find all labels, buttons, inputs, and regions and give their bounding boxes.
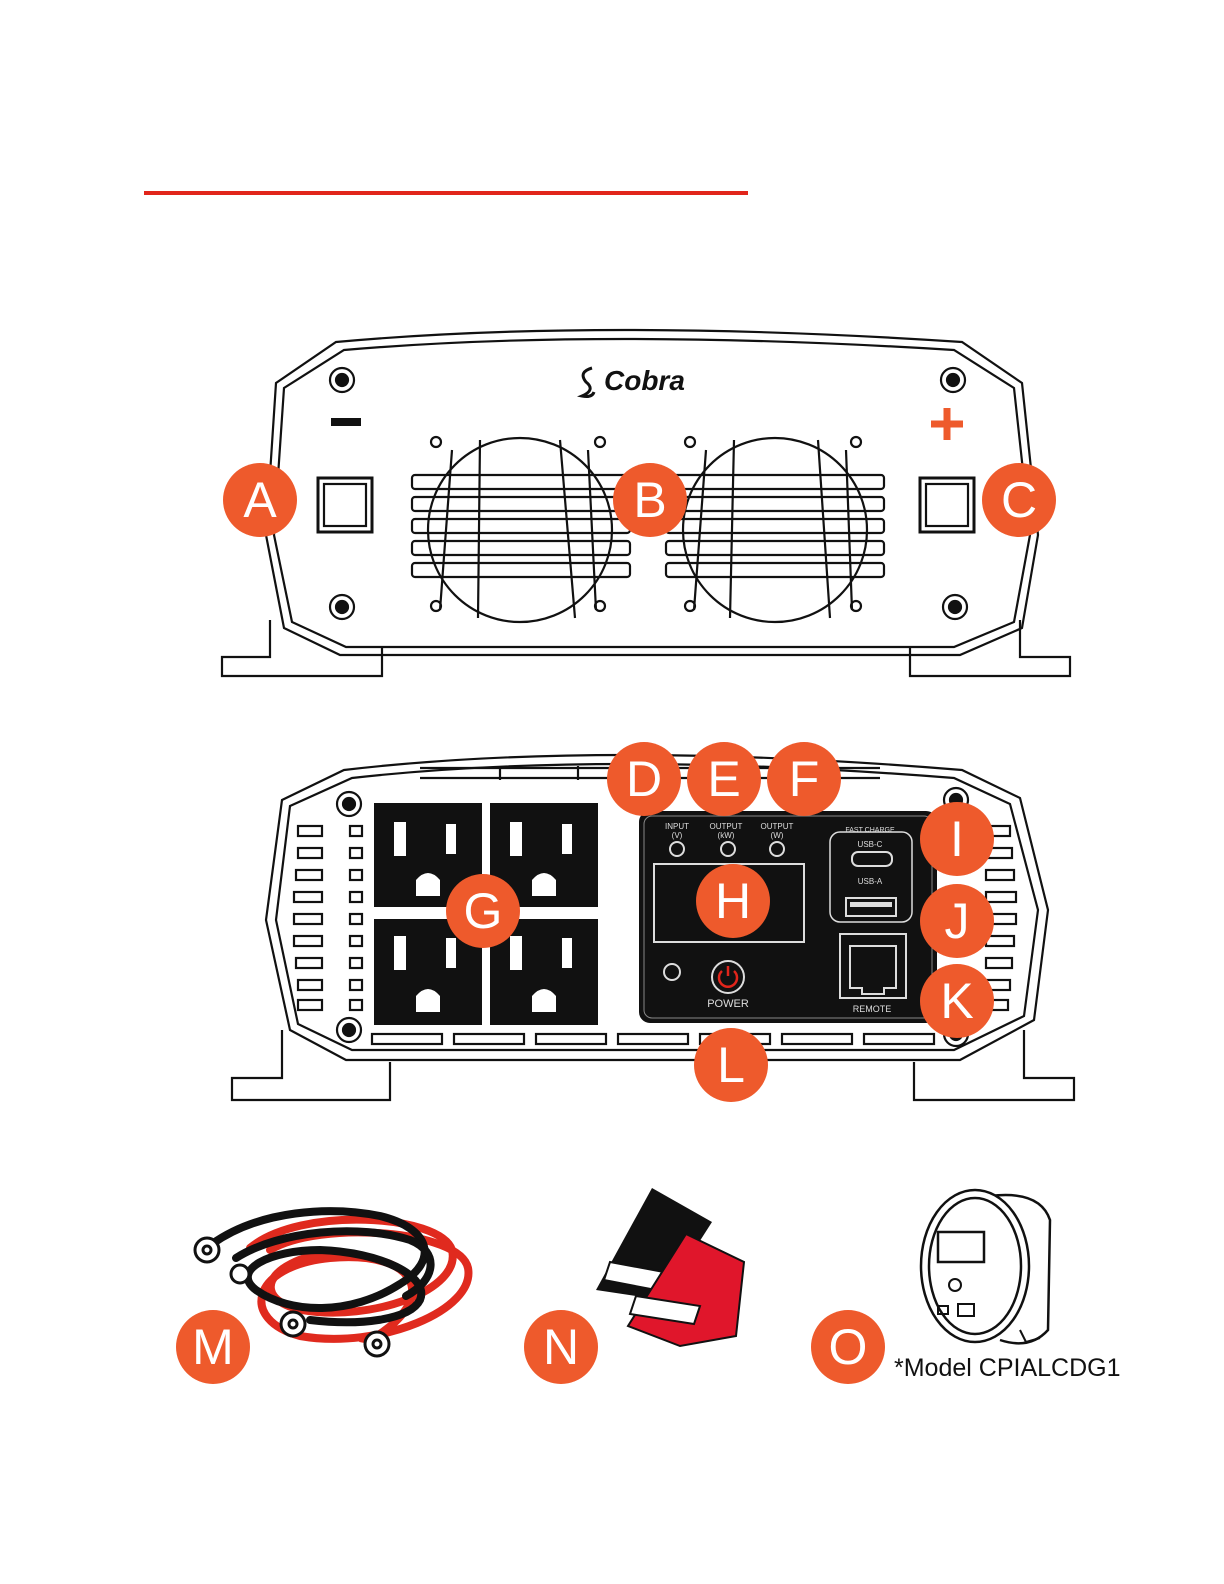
output-kw-unit: (kW): [718, 831, 735, 840]
positive-terminal: [920, 478, 974, 532]
output-w-label: OUTPUT: [761, 822, 794, 831]
callout-n: N: [524, 1310, 598, 1384]
screw-icon: [337, 792, 361, 816]
plus-icon: [931, 408, 963, 440]
fan-guard-right: [666, 437, 884, 622]
output-kw-label: OUTPUT: [710, 822, 743, 831]
brand-logo: Cobra: [604, 365, 685, 396]
callout-d: D: [607, 742, 681, 816]
usb-c-label: USB-C: [858, 840, 883, 849]
remote-display: [921, 1190, 1050, 1343]
power-button: [712, 961, 744, 993]
callout-h: H: [696, 864, 770, 938]
output-w-unit: (W): [771, 831, 784, 840]
callout-b: B: [613, 463, 687, 537]
power-label: POWER: [707, 998, 749, 1010]
fast-charge-label: FAST CHARGE: [845, 827, 895, 834]
usb-c-port: [852, 852, 892, 866]
remote-label: REMOTE: [853, 1004, 892, 1014]
callout-c: C: [982, 463, 1056, 537]
terminal-covers: [596, 1188, 744, 1346]
screw-icon: [943, 595, 967, 619]
callout-i: I: [920, 802, 994, 876]
callout-k: K: [920, 964, 994, 1038]
minus-icon: [331, 418, 361, 426]
callout-m: M: [176, 1310, 250, 1384]
model-note: *Model CPIALCDG1: [894, 1354, 1120, 1383]
callout-f: F: [767, 742, 841, 816]
screw-icon: [337, 1018, 361, 1042]
callout-e: E: [687, 742, 761, 816]
callout-o: O: [811, 1310, 885, 1384]
fan-guard-left: [412, 437, 630, 622]
control-panel: [640, 812, 936, 1022]
vent-slots-left: [294, 826, 362, 1010]
callout-l: L: [694, 1028, 768, 1102]
bottom-vents: [372, 1034, 934, 1044]
input-unit: (V): [672, 831, 683, 840]
screw-icon: [330, 368, 354, 392]
callout-g: G: [446, 874, 520, 948]
callout-j: J: [920, 884, 994, 958]
screw-icon: [330, 595, 354, 619]
usb-a-label: USB-A: [858, 877, 883, 886]
negative-terminal: [318, 478, 372, 532]
input-label: INPUT: [665, 822, 689, 831]
callout-a: A: [223, 463, 297, 537]
cobra-logo-icon: [582, 368, 594, 397]
screw-icon: [941, 368, 965, 392]
